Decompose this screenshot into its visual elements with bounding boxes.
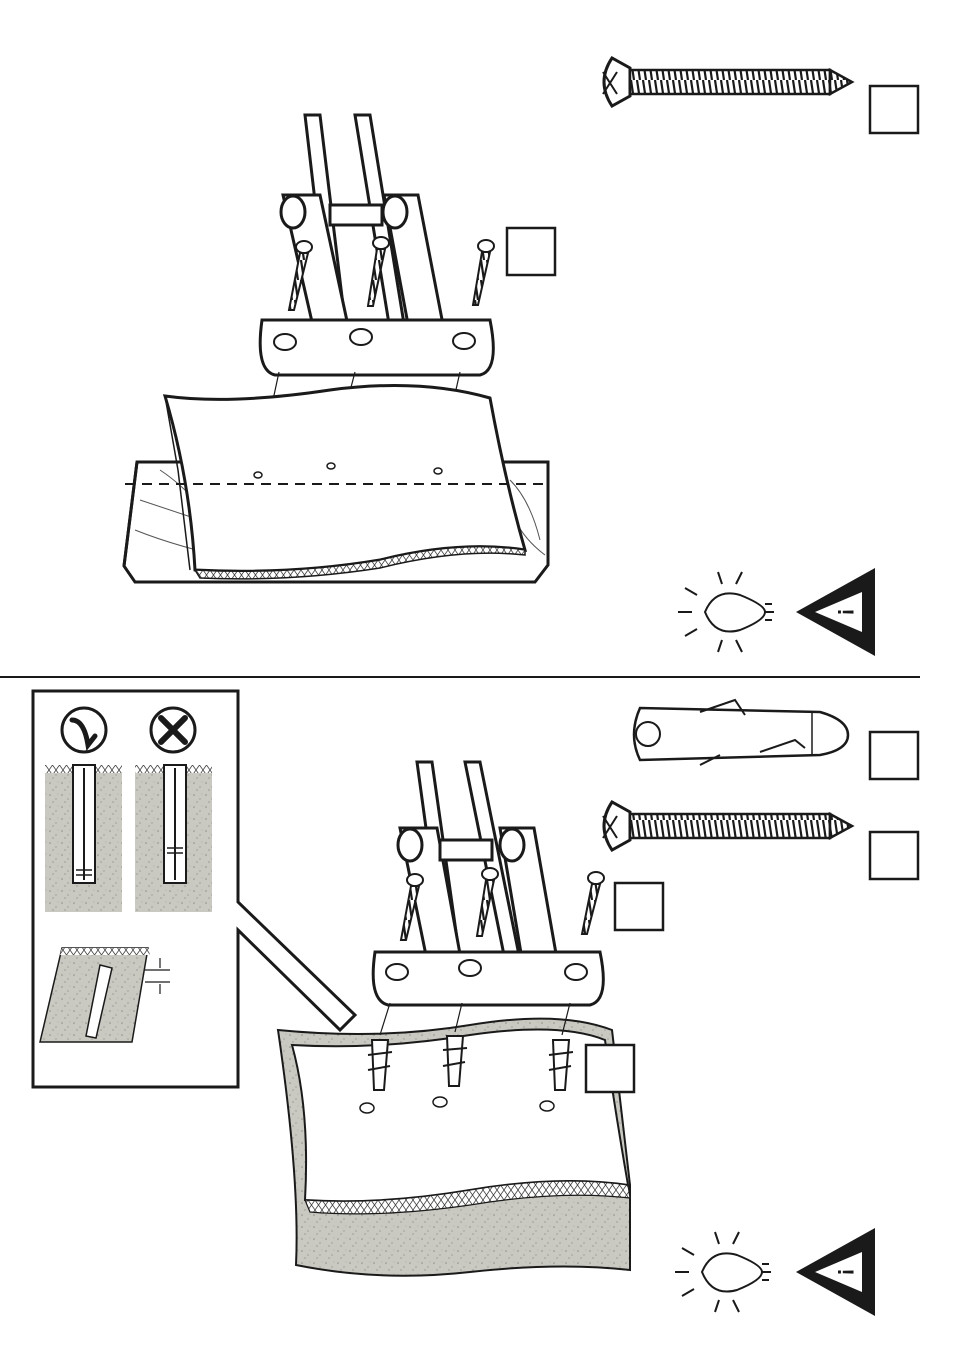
detail-inset (33, 691, 355, 1087)
lightbulb-icon (675, 1232, 771, 1312)
wrong-anchor-depth (135, 765, 212, 912)
lightbulb-icon (678, 572, 774, 652)
part-number-box (507, 228, 555, 275)
hole-depth-detail (40, 948, 170, 1042)
correct-anchor-depth (45, 765, 122, 912)
chair-leg-frame (281, 115, 445, 335)
top-section: ! (124, 58, 918, 656)
screw-right (473, 240, 494, 305)
part-number-box (870, 732, 918, 779)
base-plate (260, 320, 493, 375)
long-screw-icon (603, 802, 852, 850)
fabric-sheet (165, 386, 525, 579)
part-number-box (870, 86, 918, 133)
wall-plug-icon (634, 700, 848, 765)
part-number-box (615, 883, 663, 930)
long-screw-icon (603, 58, 852, 106)
check-circle-icon (62, 708, 106, 752)
warning-triangle-icon: ! (796, 1228, 875, 1316)
warning-symbol: ! (833, 608, 858, 615)
screw-right (582, 872, 604, 934)
cross-circle-icon (151, 708, 195, 752)
part-number-box (586, 1045, 634, 1092)
bottom-section: ! (33, 691, 918, 1316)
warning-symbol: ! (833, 1268, 858, 1275)
base-plate (373, 952, 603, 1005)
part-number-box (870, 832, 918, 879)
warning-triangle-icon: ! (796, 568, 875, 656)
